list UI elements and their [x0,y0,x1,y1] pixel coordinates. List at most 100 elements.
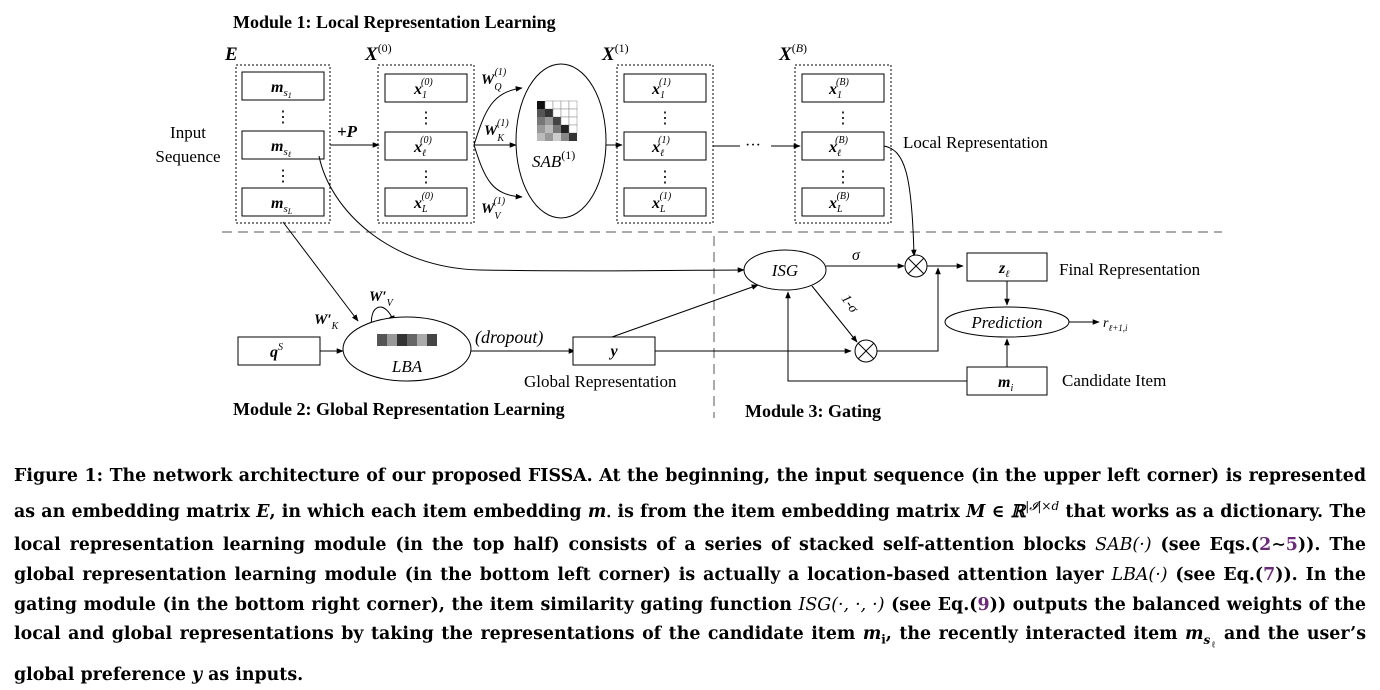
x1-1-box [623,73,707,103]
caption-lba: LBA(·) [1111,565,1168,586]
matrix-X1-frame [616,64,714,224]
caption-text-2: , in which each item embedding [269,501,588,522]
caption-mi-sub: i [881,632,886,647]
output-r-label: rℓ+1,i [1103,316,1128,333]
ellipsis-X0-2: ⋮ [418,169,434,186]
input-label-line1: Input [170,123,206,142]
caption-msl-l: ℓ [1210,640,1217,651]
xB-l-box [801,131,885,161]
caption-m: m [587,501,607,522]
x1-L-box [623,187,707,217]
module3-title: Module 3: Gating [745,401,881,421]
horizontal-dots: ··· [745,137,761,154]
caption-text-1: Figure 1: The network architecture of ou… [14,466,1366,522]
sab-label: SAB(1) [532,148,575,171]
matrix-E-label: E [224,44,238,65]
arrow-mult2-to-z [877,267,941,352]
candidate-item-label: Candidate Item [1062,371,1166,390]
attention-matrix-icon [537,100,578,141]
isg-block [743,249,827,291]
y-box [572,336,656,366]
caption-text-4: that works as a dictionary. The local re… [14,501,1367,556]
z-l-box [966,252,1048,282]
matrix-X1-label: X(1) [601,41,629,65]
arrow-WV [473,144,523,200]
embedding-m-s1-box [241,71,325,101]
matrix-X0-label: X(0) [364,41,392,65]
embedding-m-sl-box [241,130,325,160]
ellipsis-XB-1: ⋮ [835,110,851,127]
figure-caption: Figure 1: The network architecture of ou… [14,462,1366,690]
caption-ref-2[interactable]: 2 [1259,535,1272,556]
caption-M: M ∈ ℝ [966,501,1026,522]
arrow-y-to-ISG [611,284,759,338]
local-representation-label: Local Representation [903,133,1048,152]
caption-sab: SAB(·) [1095,535,1152,556]
m-i-label: mi [998,374,1013,394]
arrow-msl-to-ISG [318,155,745,273]
z-l-label: zℓ [998,260,1009,280]
arrow-mi-to-ISG [785,291,967,382]
caption-text-5: (see Eqs.( [1151,535,1260,556]
lba-weights-icon [377,334,437,346]
caption-text-3: is from the item embedding matrix [611,501,967,522]
lba-label: LBA [391,357,423,376]
label-WV-prime: W′V [369,289,395,309]
arrow-WQ [473,86,523,146]
caption-ref-7[interactable]: 7 [1263,565,1276,586]
caption-text-6: )). The global representation learning m… [14,535,1366,586]
caption-msl: m [1185,624,1204,645]
x1-l-box [623,131,707,161]
arrow-local-to-mult [883,145,917,257]
multiply-node-1 [904,254,928,278]
architecture-diagram: Module 1: Local Representation Learning … [155,12,1222,421]
ellipsis-X0-1: ⋮ [418,110,434,127]
one-minus-sigma-label: 1-σ [838,292,862,317]
caption-text-12: and the user’s global preference [14,624,1366,685]
y-label: y [608,343,618,360]
q-s-label: qS [270,342,283,361]
label-WK-prime: W′K [314,312,340,332]
caption-text-10: )) outputs the balanced weights of the l… [14,594,1366,645]
input-label-line2: Sequence [155,147,220,166]
global-representation-label: Global Representation [524,372,677,391]
x0-L-box [384,187,468,217]
final-representation-label: Final Representation [1059,260,1201,279]
xB-1-box [801,73,885,103]
multiply-node-2 [854,339,878,363]
caption-ref-9[interactable]: 9 [977,594,990,615]
module1-title: Module 1: Local Representation Learning [233,12,556,32]
label-WV: WV(1) [481,196,506,222]
prediction-label: Prediction [970,313,1042,332]
caption-text-9: (see Eq.( [884,594,978,615]
arrow-ISG-to-mult2 [811,285,858,343]
label-WQ: WQ(1) [481,67,507,93]
label-WK: WK(1) [484,118,509,144]
caption-isg: ISG(·, ·, ·) [798,594,885,615]
ellipsis-X1-1: ⋮ [657,110,673,127]
ellipsis-X1-2: ⋮ [657,169,673,186]
matrix-XB-frame [794,64,892,224]
caption-mi: m [862,624,882,645]
isg-label: ISG [771,261,798,280]
matrix-X0-frame [377,64,475,224]
caption-msl-s: s [1203,632,1211,647]
caption-y: y [191,664,203,685]
module2-title: Module 2: Global Representation Learning [233,399,565,419]
lba-block [342,316,472,382]
sigma-label: σ [852,247,861,264]
m-i-box [966,366,1048,396]
caption-m-dot: · [606,507,612,525]
caption-E: E [256,501,270,522]
caption-ref-5[interactable]: 5 [1285,535,1298,556]
caption-text-7: (see Eq.( [1167,565,1264,586]
x0-1-box [384,73,468,103]
caption-tilde: ∼ [1271,535,1286,556]
arrow-msL-to-LBA [282,221,359,322]
embedding-m-sL-box [241,187,325,217]
caption-text-8: )). In the gating module (in the bottom … [14,565,1366,615]
caption-M-sup: |𝓘|×d [1025,498,1060,513]
x0-l-box [384,131,468,161]
q-s-box [237,336,321,366]
caption-text-11: , the recently interacted item [885,624,1186,645]
